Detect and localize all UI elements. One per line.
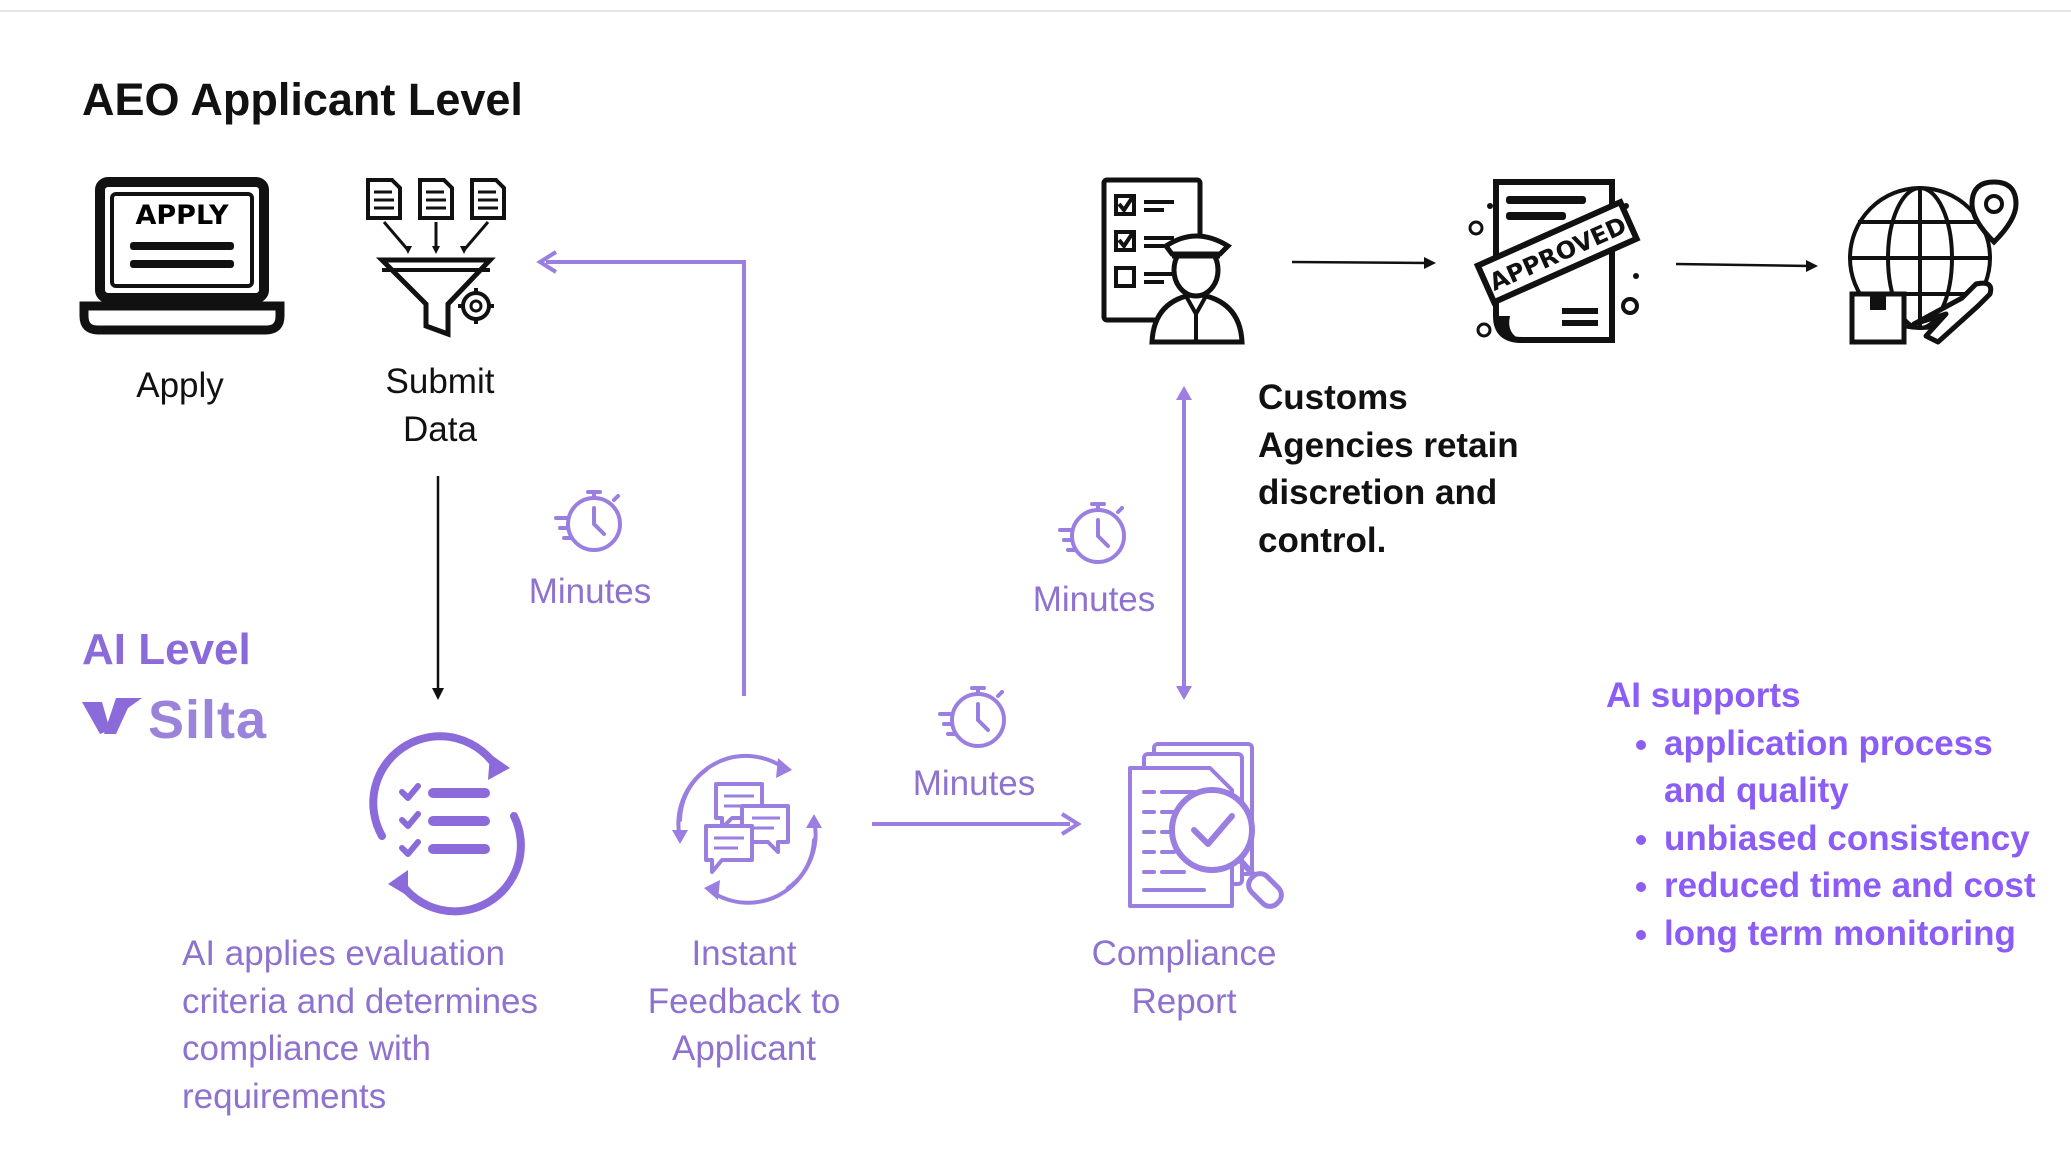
ai-supports-panel: AI supports application process and qual… [1606, 672, 2035, 957]
evaluate-line-2: criteria and determines [182, 981, 538, 1021]
timer-icon [938, 686, 1006, 748]
data-funnel-icon [366, 178, 506, 338]
laptop-apply-icon: APPLY [79, 177, 285, 335]
report-line-1: Compliance [1091, 934, 1277, 973]
evaluate-line-1: AI applies evaluation [182, 934, 505, 973]
report-label: Compliance Report [1064, 930, 1304, 1025]
checklist-cycle-icon [369, 732, 525, 916]
customs-line-4: control. [1258, 520, 1387, 560]
top-divider [0, 10, 2071, 12]
timer-label-middle: Minutes [912, 764, 1036, 803]
silta-logo-icon [82, 698, 142, 734]
timer-icon [1058, 502, 1126, 564]
list-item: unbiased consistency [1635, 815, 2035, 863]
customs-officer-icon [1101, 177, 1245, 345]
report-line-2: Report [1131, 981, 1237, 1021]
customs-note: Customs Agencies retain discretion and c… [1258, 374, 1519, 564]
submit-label-2: Data [403, 410, 477, 449]
ai-supports-title: AI supports [1606, 676, 1801, 715]
list-item: long term monitoring [1635, 910, 2035, 958]
list-item-continuation: and quality [1664, 771, 1849, 810]
page-title: AEO Applicant Level [82, 74, 523, 125]
ai-level-label: AI Level [82, 625, 251, 674]
list-item: application process [1635, 720, 2035, 768]
evaluate-line-3: compliance with [182, 1029, 431, 1068]
evaluate-line-4: requirements [182, 1076, 387, 1116]
arrow-customs-to-approved [1291, 260, 1429, 265]
customs-line-3: discretion and [1258, 473, 1498, 512]
customs-line-2: Agencies retain [1258, 425, 1519, 465]
customs-line-1: Customs [1258, 378, 1408, 417]
globe-shipping-icon [1848, 179, 2019, 345]
arrow-feedback-to-submit [546, 260, 746, 696]
ai-supports-list: application process and quality unbiased… [1606, 720, 2035, 958]
silta-brand: Silta [148, 690, 268, 750]
list-item: reduced time and cost [1635, 862, 2035, 910]
submit-label-1: Submit [385, 362, 495, 401]
timer-label-left: Minutes [528, 572, 652, 611]
timer-label-right: Minutes [1032, 580, 1156, 619]
feedback-line-3: Applicant [672, 1029, 816, 1068]
apply-label: Apply [136, 366, 224, 405]
arrow-approved-to-global [1675, 262, 1811, 268]
apply-icon-text: APPLY [135, 200, 228, 231]
feedback-line-2: Feedback to [647, 981, 841, 1021]
approved-document-icon: APPROVED [1468, 179, 1641, 343]
timer-icon [554, 490, 622, 552]
feedback-label: Instant Feedback to Applicant [624, 930, 864, 1073]
evaluate-description: AI applies evaluation criteria and deter… [182, 930, 538, 1120]
compliance-report-icon [1128, 742, 1284, 909]
feedback-line-1: Instant [691, 934, 797, 973]
chat-cycle-icon [672, 753, 822, 905]
